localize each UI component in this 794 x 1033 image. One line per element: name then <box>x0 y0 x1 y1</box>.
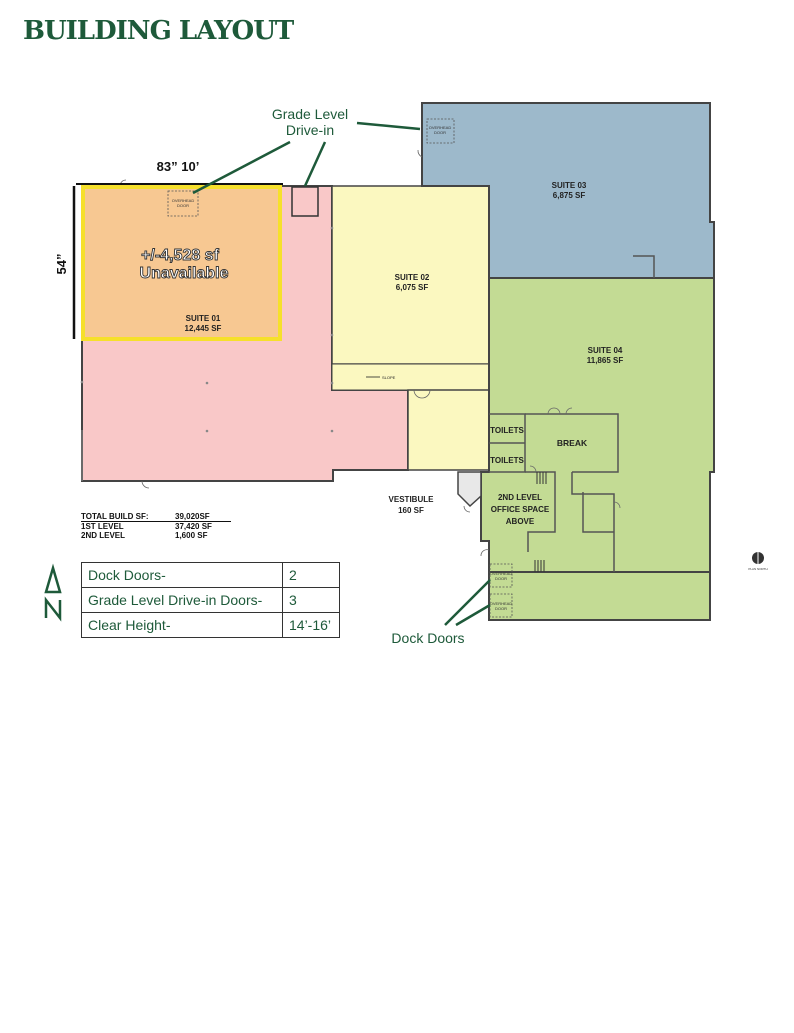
suite-02-name: SUITE 02 <box>395 273 430 282</box>
svg-text:PLAN NORTH: PLAN NORTH <box>748 567 767 571</box>
interior-walls <box>81 255 655 572</box>
suite-04-name: SUITE 04 <box>588 346 623 355</box>
page-title: BUILDING LAYOUT <box>23 16 294 46</box>
svg-text:DOOR: DOOR <box>177 203 189 208</box>
vestibule <box>457 471 482 508</box>
dock-door-1: OVERHEAD DOOR <box>489 563 513 588</box>
overhead-door-suite01: OVERHEAD DOOR <box>167 190 199 217</box>
build-stat-label: TOTAL BUILD SF: <box>81 512 149 521</box>
suite-04-area-label: 11,865 SF <box>587 356 624 365</box>
spec-label: Grade Level Drive-in Doors- <box>81 587 283 613</box>
suite-02-corridor <box>331 363 490 391</box>
suite-03-name: SUITE 03 <box>552 181 587 190</box>
spec-row: Clear Height- 14’-16’ <box>81 612 340 638</box>
svg-text:DOOR: DOOR <box>495 576 507 581</box>
overhead-door-suite03: OVERHEAD DOOR <box>426 118 455 144</box>
grade-level-door-box <box>291 186 319 217</box>
suite-03-area-label: 6,875 SF <box>553 191 586 200</box>
build-stat-value: 37,420 SF <box>175 522 212 531</box>
unavailable-status-label: Unavailable <box>140 265 229 282</box>
spec-row: Dock Doors- 2 <box>81 562 340 588</box>
svg-text:OVERHEAD: OVERHEAD <box>172 198 195 203</box>
spec-label: Clear Height- <box>81 612 283 638</box>
unavailable-area-label: +/-4,528 sf <box>141 247 220 264</box>
grade-level-callout-line1: Grade Level <box>272 106 348 122</box>
height-dimension-label: 54” <box>54 254 69 275</box>
vestibule-label: VESTIBULE <box>389 495 435 504</box>
build-stat-label: 1ST LEVEL <box>81 522 124 531</box>
toilets-label-lower: TOILETS <box>490 456 524 465</box>
plan-north-icon: PLAN NORTH <box>748 552 768 571</box>
office-label-line3: ABOVE <box>506 517 535 526</box>
suite-02-area <box>331 185 490 365</box>
door-swings <box>119 149 621 557</box>
stairs-icon <box>534 472 547 572</box>
svg-text:OVERHEAD: OVERHEAD <box>490 601 513 606</box>
suite-01-area-label: 12,445 SF <box>185 324 222 333</box>
spec-value: 14’-16’ <box>282 612 340 638</box>
slope-label: SLOPE <box>382 375 396 380</box>
svg-text:DOOR: DOOR <box>495 606 507 611</box>
office-label-line2: OFFICE SPACE <box>491 505 550 514</box>
unavailable-area <box>81 185 282 341</box>
grade-level-callout-line2: Drive-in <box>286 122 334 138</box>
suite-02-lower <box>407 389 490 471</box>
build-stat-value: 1,600 SF <box>175 531 208 540</box>
spec-label: Dock Doors- <box>81 562 283 588</box>
spec-value: 2 <box>282 562 340 588</box>
svg-text:OVERHEAD: OVERHEAD <box>429 125 452 130</box>
build-stat-row: TOTAL BUILD SF: 39,020SF <box>81 512 231 522</box>
break-room-label: BREAK <box>557 438 588 448</box>
spec-row: Grade Level Drive-in Doors- 3 <box>81 587 340 613</box>
spec-value: 3 <box>282 587 340 613</box>
build-stat-row: 1ST LEVEL 37,420 SF <box>81 522 231 531</box>
build-stat-value: 39,020SF <box>175 512 210 521</box>
build-stats: TOTAL BUILD SF: 39,020SF 1ST LEVEL 37,42… <box>81 512 231 540</box>
dock-doors-callout: Dock Doors <box>391 630 464 646</box>
suite-02-area-label: 6,075 SF <box>396 283 429 292</box>
build-stat-label: 2ND LEVEL <box>81 531 126 540</box>
svg-text:OVERHEAD: OVERHEAD <box>490 571 513 576</box>
suite-04-area <box>480 277 715 621</box>
vestibule-area-label: 160 SF <box>398 506 424 515</box>
svg-text:DOOR: DOOR <box>434 130 446 135</box>
toilets-label-upper: TOILETS <box>490 426 524 435</box>
spec-table: Dock Doors- 2 Grade Level Drive-in Doors… <box>81 562 340 638</box>
suite-01-name: SUITE 01 <box>186 314 221 323</box>
office-label-line1: 2ND LEVEL <box>498 493 542 502</box>
callout-leaders <box>192 121 491 627</box>
north-arrow-icon <box>44 563 62 622</box>
width-dimension-label: 83” 10’ <box>157 159 200 174</box>
build-stat-row: 2ND LEVEL 1,600 SF <box>81 531 231 540</box>
